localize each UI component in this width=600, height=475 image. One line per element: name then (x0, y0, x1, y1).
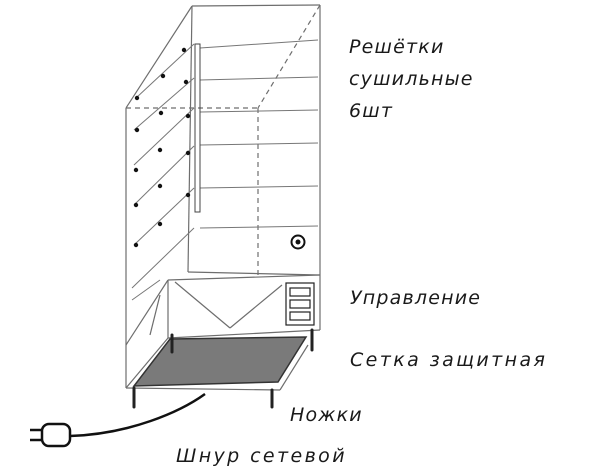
fan-icon (290, 234, 306, 250)
rack-2 (199, 76, 319, 81)
control-panel (285, 282, 315, 326)
control-button-1 (289, 287, 311, 297)
label-control: Управление (350, 287, 482, 309)
rack-6 (199, 225, 319, 229)
label-racks-line2: сушильные (349, 68, 474, 90)
rack-5 (199, 185, 319, 189)
rack-1 (199, 39, 319, 49)
power-cord (30, 392, 206, 448)
rack-3 (199, 109, 319, 113)
label-mesh: Сетка защитная (350, 349, 548, 371)
label-racks-line3: 6шт (349, 100, 394, 122)
label-racks-line1: Решётки (349, 36, 445, 58)
control-button-2 (289, 299, 311, 309)
label-cord: Шнур сетевой (176, 445, 347, 467)
rack-holder-dots (133, 47, 191, 248)
rack-4 (199, 142, 319, 146)
protective-mesh (132, 336, 308, 387)
control-button-3 (289, 311, 311, 321)
base-frame (125, 274, 321, 391)
drying-racks (199, 39, 319, 229)
side-racks (131, 43, 195, 301)
plug-icon (40, 422, 72, 448)
rack-rail (194, 43, 201, 213)
cabinet-frame (125, 4, 321, 388)
legs (132, 328, 314, 409)
label-legs: Ножки (290, 404, 363, 426)
